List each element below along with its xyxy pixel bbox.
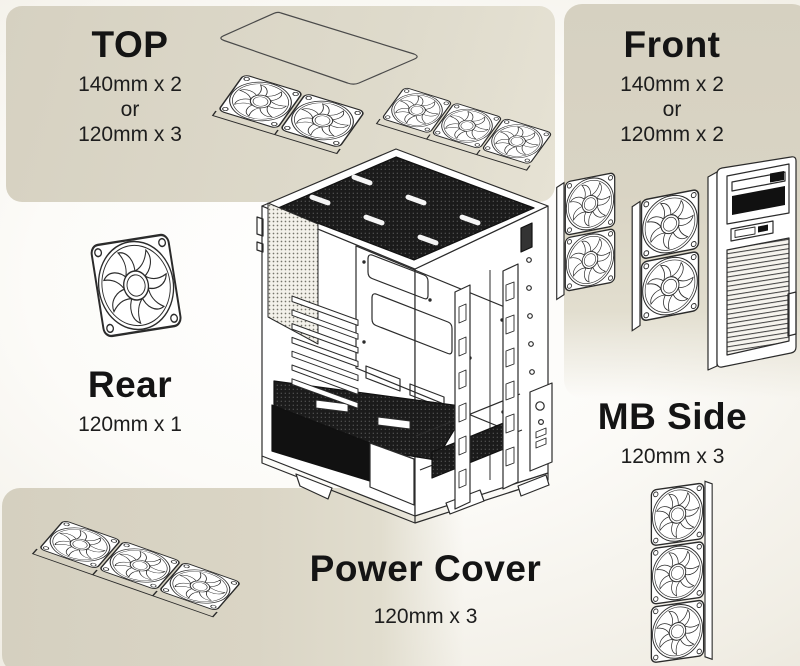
rear-section-label: Rear 120mm x 1	[30, 364, 230, 437]
power-cover-section-panel	[2, 488, 464, 666]
top-glass-panel-icon	[220, 11, 418, 85]
front-panel-icon	[707, 156, 797, 371]
front-section-label: Front 140mm x 2 or 120mm x 2	[572, 24, 772, 147]
top-section-spec: 140mm x 2	[78, 73, 182, 96]
front-section-spec: or	[662, 98, 682, 121]
power-cover-section-label: Power Cover 120mm x 3	[288, 548, 563, 629]
power-cover-section-spec: 120mm x 3	[373, 605, 478, 628]
power-cover-section-title: Power Cover	[309, 548, 542, 589]
top-section-label: TOP 140mm x 2 or 120mm x 3	[30, 24, 230, 147]
case-illustration	[256, 148, 553, 524]
rear-section-title: Rear	[87, 364, 173, 405]
mb-side-section-title: MB Side	[597, 396, 748, 437]
rear-section-spec: 120mm x 1	[78, 413, 182, 436]
top-mesh-slot-cutouts	[309, 174, 481, 246]
top-section-spec: or	[120, 98, 140, 121]
mb-side-fan-set-icon	[650, 480, 713, 664]
front-fan-set-140-icon	[556, 171, 616, 301]
top-section-title: TOP	[91, 24, 169, 65]
front-section-spec: 120mm x 2	[620, 123, 724, 146]
power-cover-fan-set-icon	[31, 519, 242, 618]
mb-side-section-label: MB Side 120mm x 3	[570, 396, 775, 469]
top-fan-set-120-icon	[375, 86, 553, 171]
rear-fan-icon	[89, 232, 183, 339]
front-section-title: Front	[623, 24, 721, 65]
mb-side-section-spec: 120mm x 3	[620, 445, 725, 468]
front-section-spec: 140mm x 2	[620, 73, 724, 96]
top-section-spec: 120mm x 3	[78, 123, 182, 146]
front-fan-set-120-icon	[631, 188, 700, 332]
top-fan-set-140-icon	[211, 73, 366, 155]
